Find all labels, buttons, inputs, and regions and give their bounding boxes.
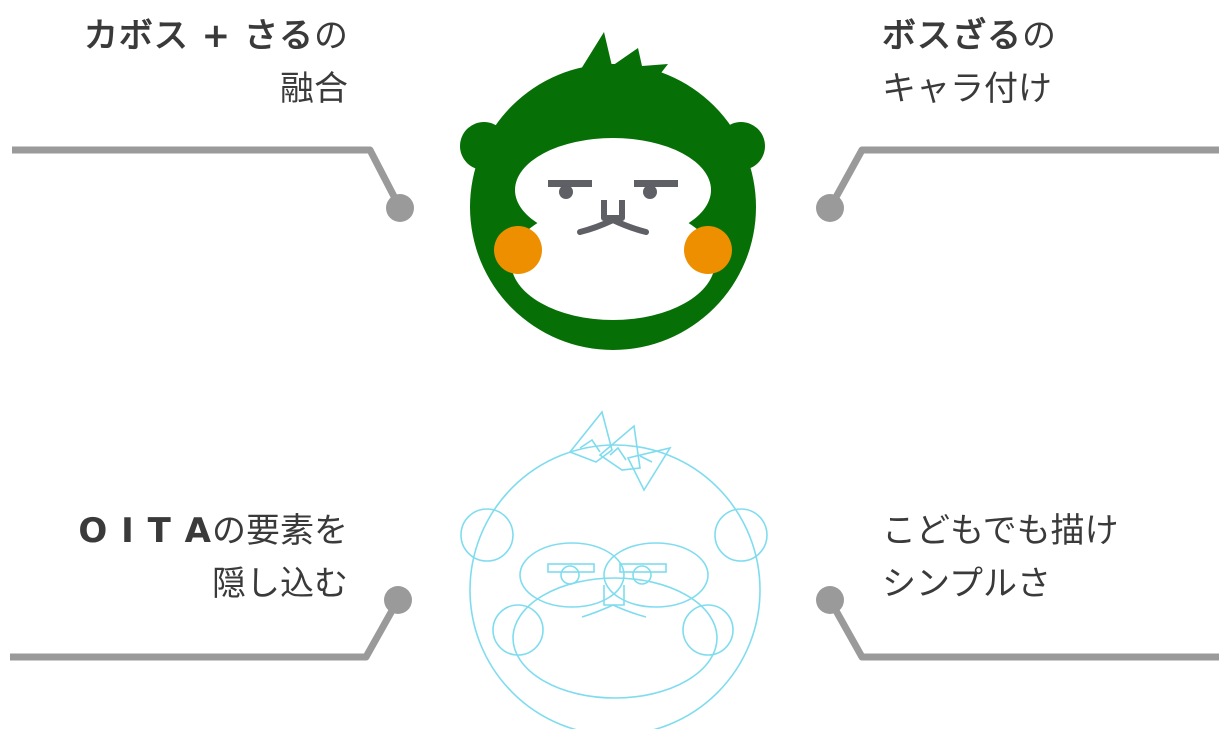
sketch-face-lower [512, 577, 718, 699]
connector-dot-bottom-left [384, 586, 412, 614]
label-top-left-line2: 融合 [280, 68, 348, 109]
connector-dot-top-left [386, 194, 414, 222]
label-top-right: ボスざるの キャラ付け [882, 10, 1202, 115]
connector-bottom-right [826, 598, 1219, 661]
label-bottom-right-line2: シンプルさ [882, 563, 1051, 604]
sketch-mouth [581, 604, 647, 618]
sketch-right-ear [714, 508, 768, 562]
connector-dot-top-right [816, 194, 844, 222]
mouth [577, 216, 649, 235]
label-bottom-left-line2: 隠し込む [212, 563, 348, 604]
sketch-hair-detail [579, 438, 653, 463]
right-cheek [684, 226, 732, 274]
left-eyebrow [548, 180, 592, 187]
sketch-left-brow [547, 563, 595, 573]
label-bottom-left-suffix: の要素を [212, 511, 348, 551]
right-eyebrow [634, 180, 678, 187]
connector-dot-bottom-right [816, 586, 844, 614]
label-top-right-suffix: の [1022, 16, 1056, 56]
sketch-hair-1 [568, 410, 613, 463]
label-top-right-bold: ボスざる [882, 16, 1022, 56]
label-top-left-suffix: の [314, 16, 348, 56]
label-top-right-line2: キャラ付け [882, 68, 1052, 109]
sketch-right-brow [619, 563, 667, 573]
sketch-nose [603, 585, 625, 606]
sketch-right-eye [632, 565, 652, 585]
label-bottom-left-bold: O I T A [78, 511, 212, 551]
sketch-hair-2 [598, 424, 641, 471]
sketch-face-upper [519, 542, 625, 608]
label-top-left-bold: カボス + さる [83, 16, 314, 56]
connector-bottom-left [10, 598, 402, 661]
sketch-face-upper-2 [603, 542, 709, 608]
sketch-head [469, 444, 761, 729]
monkey-mascot-icon [460, 32, 765, 350]
monkey-sketch-icon [460, 410, 768, 729]
label-top-left: カボス + さるの 融合 [30, 10, 348, 115]
left-cheek [494, 226, 542, 274]
face-lower [511, 204, 715, 320]
sketch-hair-3 [626, 446, 672, 492]
label-bottom-right-line1: こどもでも描け [882, 511, 1119, 551]
sketch-left-cheek [492, 604, 544, 656]
label-bottom-left: O I T Aの要素を 隠し込む [30, 505, 348, 610]
label-bottom-right: こどもでも描け シンプルさ [882, 505, 1202, 610]
connector-top-right [826, 146, 1219, 210]
sketch-left-eye [560, 565, 580, 585]
sketch-left-ear [460, 508, 514, 562]
sketch-right-cheek [682, 604, 734, 656]
connector-top-left [12, 146, 404, 210]
right-pupil [643, 185, 657, 199]
left-pupil [559, 185, 573, 199]
